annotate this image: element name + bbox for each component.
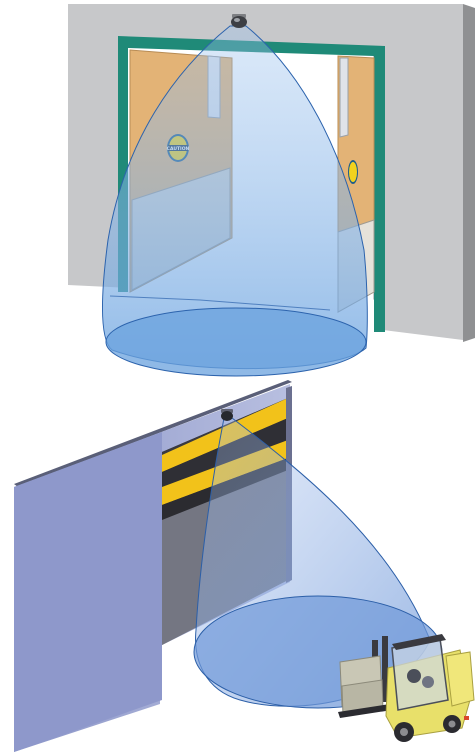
- dock-dome-sensor-icon: [221, 409, 233, 421]
- doorway-illustration: CAUTION: [68, 4, 475, 376]
- right-door-window: [340, 58, 348, 137]
- dock-wall-lower-left: [14, 432, 162, 752]
- doorway-wall-side: [463, 4, 475, 342]
- loading-dock-illustration: [14, 380, 474, 752]
- doorway-sensor-footprint: [106, 308, 366, 376]
- dome-sensor-icon: [231, 14, 247, 28]
- caution-sign-right-icon: [348, 160, 358, 184]
